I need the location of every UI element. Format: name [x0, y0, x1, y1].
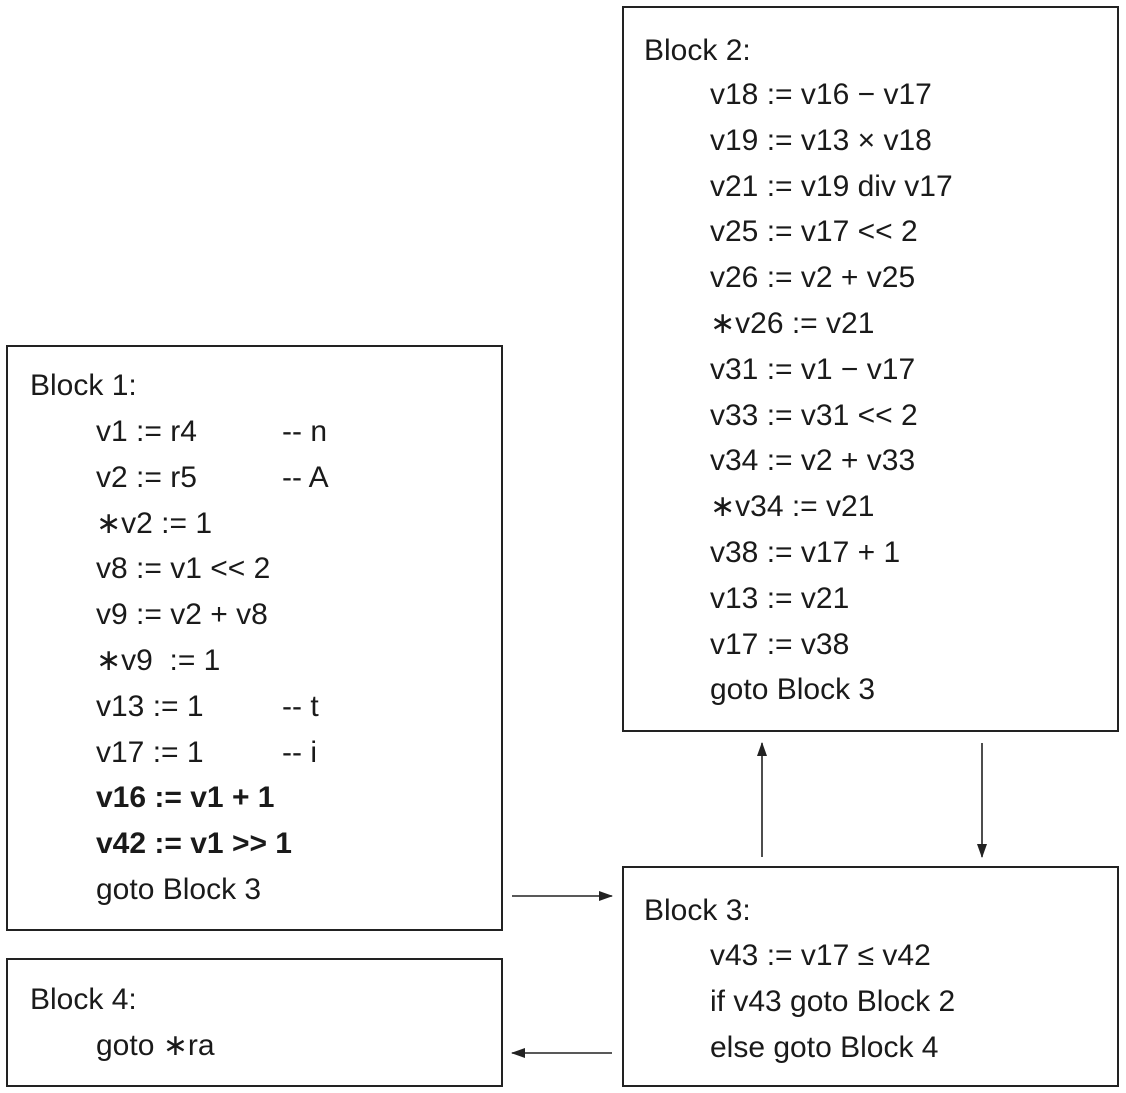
- code-line: ∗v9 := 1: [96, 643, 329, 692]
- code-statement: v25 := v17 << 2: [710, 215, 918, 249]
- code-statement: v42 := v1 >> 1: [96, 827, 292, 861]
- code-statement: v18 := v16 − v17: [710, 78, 932, 111]
- code-statement: ∗v2 := 1: [96, 506, 213, 540]
- code-line: goto Block 3: [96, 872, 329, 921]
- code-line: ∗v2 := 1: [96, 506, 329, 555]
- code-line: v16 := v1 + 1: [96, 783, 329, 829]
- code-line: v17 := 1 -- i: [96, 735, 329, 784]
- code-line: goto Block 3: [710, 675, 953, 721]
- code-line: v1 := r4 -- n: [96, 417, 329, 463]
- block-3: Block 3: v43 := v17 ≤ v42 if v43 goto Blo…: [622, 866, 1119, 1087]
- code-statement: v26 := v2 + v25: [710, 261, 916, 295]
- code-line: v13 := v21: [710, 581, 953, 630]
- code-statement: goto ∗ra: [96, 1029, 215, 1062]
- code-statement: v43 := v17 ≤ v42: [710, 939, 931, 972]
- code-line: if v43 goto Block 2: [710, 987, 955, 1033]
- code-statement: else goto Block 4: [710, 1031, 939, 1064]
- block-1-title: Block 1:: [30, 369, 137, 402]
- block-3-title: Block 3:: [644, 894, 751, 927]
- code-statement: v34 := v2 + v33: [710, 444, 916, 478]
- block-2-title: Block 2:: [644, 34, 751, 67]
- code-statement: v13 := 1: [96, 689, 204, 723]
- code-line: v34 := v2 + v33: [710, 446, 953, 492]
- code-statement: v21 := v19 div v17: [710, 169, 953, 203]
- code-line: v8 := v1 << 2: [96, 554, 329, 600]
- code-line: v19 := v13 × v18: [710, 123, 953, 172]
- code-line: ∗v34 := v21: [710, 492, 953, 538]
- block-1: Block 1: v1 := r4 -- n v2 := r5 -- A ∗v2 := …: [6, 345, 503, 931]
- code-statement: v1 := r4: [96, 415, 197, 448]
- code-comment: -- t: [282, 689, 319, 723]
- block-4: Block 4: goto ∗ra: [6, 958, 503, 1087]
- code-line: v26 := v2 + v25: [710, 263, 953, 309]
- code-comment: -- i: [282, 735, 317, 769]
- code-line: v18 := v16 − v17: [710, 80, 953, 126]
- code-statement: goto Block 3: [710, 673, 876, 707]
- code-statement: v9 := v2 + v8: [96, 598, 268, 632]
- code-statement: ∗v26 := v21: [710, 306, 875, 340]
- code-statement: v16 := v1 + 1: [96, 781, 275, 815]
- code-statement: if v43 goto Block 2: [710, 985, 956, 1018]
- code-statement: v8 := v1 << 2: [96, 552, 271, 586]
- code-line: v42 := v1 >> 1: [96, 829, 329, 875]
- code-line: ∗v26 := v21: [710, 306, 953, 355]
- code-statement: ∗v34 := v21: [710, 490, 875, 524]
- code-statement: v2 := r5: [96, 460, 197, 494]
- code-line: v38 := v17 + 1: [710, 535, 953, 584]
- code-statement: v17 := v38: [710, 627, 850, 661]
- code-line: else goto Block 4: [710, 1033, 955, 1079]
- block-1-code: v1 := r4 -- n v2 := r5 -- A ∗v2 := 1 v8 := v1…: [96, 417, 329, 921]
- code-line: v9 := v2 + v8: [96, 600, 329, 646]
- block-2: Block 2: v18 := v16 − v17 v19 := v13 × v1…: [622, 6, 1119, 732]
- code-line: v17 := v38: [710, 627, 953, 676]
- code-line: v33 := v31 << 2: [710, 398, 953, 447]
- code-statement: v19 := v13 × v18: [710, 123, 932, 157]
- code-statement: v33 := v31 << 2: [710, 398, 918, 432]
- block-3-code: v43 := v17 ≤ v42 if v43 goto Block 2 else …: [710, 941, 955, 1079]
- code-line: v2 := r5 -- A: [96, 460, 329, 509]
- code-statement: v13 := v21: [710, 581, 850, 615]
- code-statement: ∗v9 := 1: [96, 643, 221, 677]
- code-line: v25 := v17 << 2: [710, 217, 953, 263]
- code-comment: -- A: [282, 460, 329, 494]
- code-statement: v17 := 1: [96, 735, 204, 769]
- code-comment: -- n: [282, 415, 327, 448]
- block-4-code: goto ∗ra: [96, 1031, 282, 1077]
- code-line: v21 := v19 div v17: [710, 169, 953, 218]
- code-line: v13 := 1 -- t: [96, 689, 329, 738]
- code-line: v31 := v1 − v17: [710, 352, 953, 401]
- block-4-title: Block 4:: [30, 983, 137, 1016]
- code-statement: v31 := v1 − v17: [710, 352, 916, 386]
- code-statement: goto Block 3: [96, 872, 262, 906]
- block-2-code: v18 := v16 − v17 v19 := v13 × v18 v21 := v…: [710, 80, 953, 721]
- code-line: goto ∗ra: [96, 1031, 282, 1077]
- code-statement: v38 := v17 + 1: [710, 535, 901, 569]
- code-line: v43 := v17 ≤ v42: [710, 941, 955, 987]
